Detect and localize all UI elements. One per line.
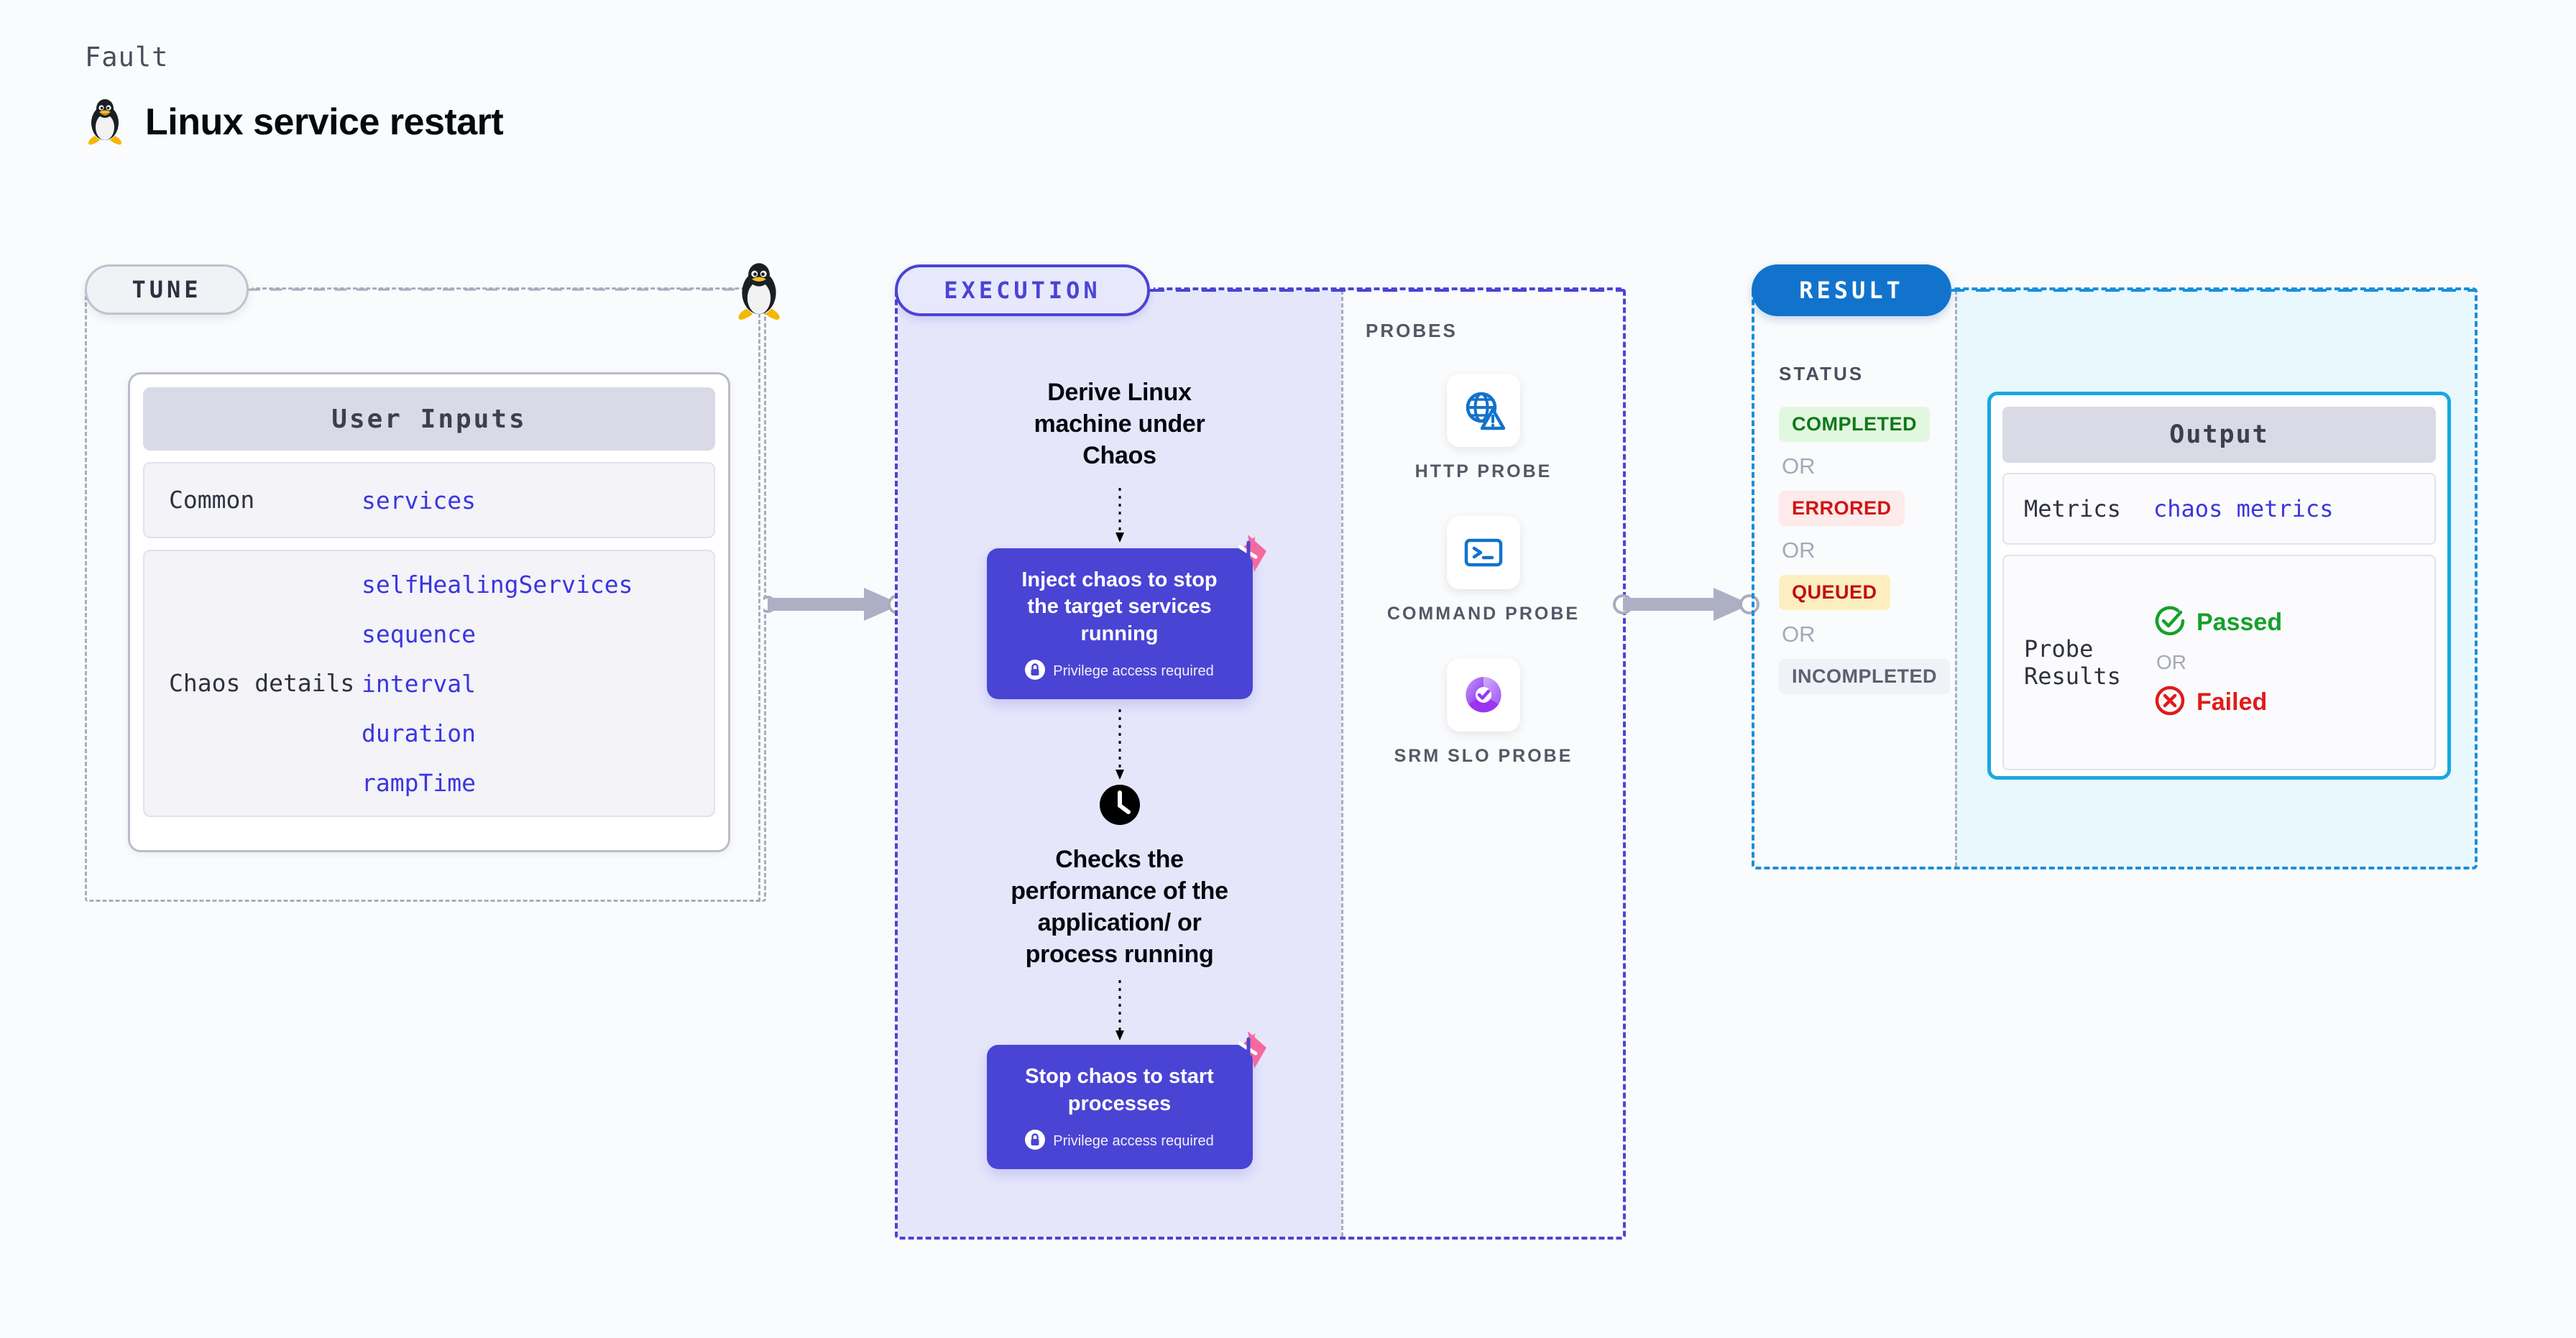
- chaos-step-stop[interactable]: Stop chaos to start processes Privilege …: [986, 1031, 1266, 1169]
- tune-dashed-connector: [249, 288, 737, 291]
- tune-value[interactable]: selfHealingServices: [362, 570, 633, 599]
- output-card: Output Metrics chaos metrics Probe Resul…: [1987, 392, 2451, 780]
- status-badge-incompleted: INCOMPLETED: [1779, 659, 1951, 694]
- globe-warning-icon: [1446, 374, 1520, 447]
- x-circle-icon: [2153, 684, 2186, 721]
- tune-value[interactable]: duration: [362, 719, 476, 747]
- result-section-badge[interactable]: RESULT: [1752, 264, 1951, 316]
- probe-item-http[interactable]: HTTP PROBE: [1415, 374, 1552, 484]
- arrow-execution-to-result: [1613, 588, 1760, 621]
- arrow-tune-to-execution: [763, 588, 907, 621]
- probe-result-failed: Failed: [2153, 684, 2282, 721]
- or-separator: OR: [1782, 622, 1816, 647]
- tune-row-values: services: [362, 486, 476, 515]
- tune-row-key: Chaos details: [169, 669, 355, 698]
- probe-passed-label: Passed: [2196, 609, 2283, 636]
- user-inputs-card: User Inputs Common services Chaos detail…: [128, 372, 730, 852]
- probes-list: HTTP PROBE COMMAND PROBE: [1341, 374, 1626, 768]
- output-row-key: Probe Results: [2024, 635, 2121, 690]
- execution-section-badge[interactable]: EXECUTION: [895, 264, 1150, 316]
- tune-row-chaos-details: Chaos details selfHealingServices sequen…: [143, 550, 715, 817]
- probe-name: SRM SLO PROBE: [1394, 745, 1573, 766]
- flow-step-derive: Derive Linux machine under Chaos: [1034, 379, 1205, 470]
- tune-row-values: selfHealingServices sequence interval du…: [362, 571, 633, 797]
- or-separator: OR: [1782, 453, 1816, 479]
- probe-results-values: Passed OR Failed: [2153, 604, 2282, 721]
- result-dashed-connector: [1950, 289, 2475, 292]
- slo-donut-check-icon: [1447, 658, 1520, 732]
- dotted-arrow-down-icon: [1115, 980, 1124, 1041]
- page-title: Linux service restart: [145, 101, 504, 143]
- flow-step-checks: Checks the performance of the applicatio…: [1011, 845, 1228, 969]
- output-metrics-value[interactable]: chaos metrics: [2153, 495, 2334, 522]
- tune-section-badge[interactable]: TUNE: [85, 264, 249, 315]
- probe-failed-label: Failed: [2196, 688, 2268, 716]
- lock-icon: [1025, 1129, 1046, 1153]
- probe-result-passed: Passed: [2153, 604, 2282, 641]
- tune-row-key: Common: [169, 486, 255, 515]
- chaos-step-inject[interactable]: Inject chaos to stop the target services…: [986, 534, 1266, 699]
- tune-row-common: Common services: [143, 462, 715, 538]
- probe-name: COMMAND PROBE: [1386, 603, 1581, 624]
- output-row-probe-results: Probe Results Passed OR: [2002, 555, 2436, 770]
- or-separator: OR: [2156, 651, 2186, 673]
- privilege-note: Privilege access required: [1004, 1129, 1236, 1153]
- lock-icon: [1025, 659, 1046, 683]
- privilege-note-label: Privilege access required: [1053, 663, 1214, 679]
- harness-logo-icon: [1227, 532, 1269, 578]
- status-badge-errored: ERRORED: [1779, 491, 1905, 526]
- tune-value[interactable]: interval: [362, 669, 476, 698]
- tune-value[interactable]: rampTime: [362, 768, 476, 797]
- harness-logo-icon: [1227, 1029, 1269, 1074]
- status-badge-queued: QUEUED: [1779, 575, 1890, 610]
- chaos-step-label: Stop chaos to start processes: [1025, 1065, 1214, 1116]
- probes-label: PROBES: [1366, 320, 1458, 341]
- fault-kicker: Fault: [85, 42, 169, 73]
- execution-probes-divider: [1341, 290, 1343, 1237]
- linux-penguin-icon-small: [733, 262, 785, 325]
- linux-penguin-icon: [85, 98, 125, 146]
- probe-item-command[interactable]: COMMAND PROBE: [1386, 515, 1581, 627]
- user-inputs-title: User Inputs: [143, 387, 715, 451]
- execution-dashed-connector: [1150, 289, 1624, 292]
- or-separator: OR: [1782, 537, 1816, 563]
- status-badge-completed: COMPLETED: [1779, 407, 1931, 442]
- execution-flow: Derive Linux machine under Chaos Inject …: [898, 290, 1341, 1237]
- tune-value[interactable]: sequence: [362, 619, 476, 648]
- output-row-key: Metrics: [2024, 494, 2121, 522]
- chaos-step-label: Inject chaos to stop the target services…: [1021, 568, 1218, 645]
- probe-item-srm-slo[interactable]: SRM SLO PROBE: [1394, 658, 1573, 769]
- output-row-metrics: Metrics chaos metrics: [2002, 473, 2436, 545]
- status-label: STATUS: [1779, 363, 1864, 384]
- privilege-note-label: Privilege access required: [1053, 1132, 1214, 1149]
- clock-icon: [1098, 783, 1142, 831]
- privilege-note: Privilege access required: [1004, 659, 1236, 683]
- output-title: Output: [2002, 407, 2436, 463]
- dotted-arrow-down-icon: [1115, 709, 1124, 780]
- tune-value[interactable]: services: [362, 486, 476, 515]
- check-circle-icon: [2153, 604, 2186, 641]
- terminal-icon: [1446, 515, 1520, 589]
- probe-name: HTTP PROBE: [1414, 461, 1552, 481]
- tune-right-divider: [758, 287, 760, 902]
- fault-title-row: Linux service restart: [85, 98, 504, 146]
- dotted-arrow-down-icon: [1115, 487, 1124, 543]
- result-status-output-divider: [1955, 290, 1957, 867]
- result-status-column: STATUS COMPLETED OR ERRORED OR QUEUED OR…: [1779, 363, 1951, 694]
- page-header: Fault Linux service restart: [85, 42, 504, 146]
